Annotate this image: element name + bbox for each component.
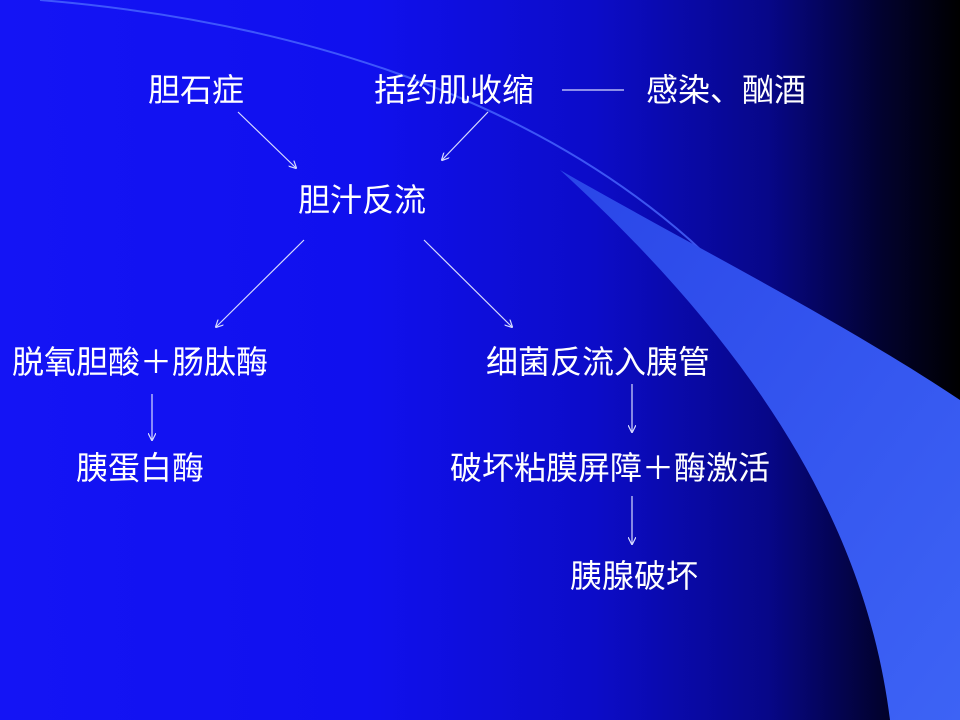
arrow-gallstone-to-bile-reflux [237, 111, 296, 168]
swoosh-band [560, 170, 960, 720]
node-pancreas-damage: 胰腺破坏 [570, 557, 699, 595]
node-deoxycholic-acid: 脱氧胆酸＋肠肽酶 [12, 343, 269, 381]
node-sphincter-contraction: 括约肌收缩 [374, 71, 535, 109]
node-pancreatic-protease: 胰蛋白酶 [76, 449, 205, 487]
node-bacteria-reflux: 细菌反流入胰管 [486, 343, 711, 381]
node-mucosal-barrier: 破坏粘膜屏障＋酶激活 [450, 449, 771, 487]
arrow-sphincter-to-bile-reflux [442, 111, 489, 160]
arrow-bile-reflux-to-deoxycholic [216, 239, 305, 327]
arrow-bile-reflux-to-bacteria [423, 239, 512, 327]
node-infection-alcohol: 感染、酗酒 [646, 71, 807, 109]
node-gallstone: 胆石症 [148, 71, 245, 109]
node-bile-reflux: 胆汁反流 [298, 181, 427, 219]
